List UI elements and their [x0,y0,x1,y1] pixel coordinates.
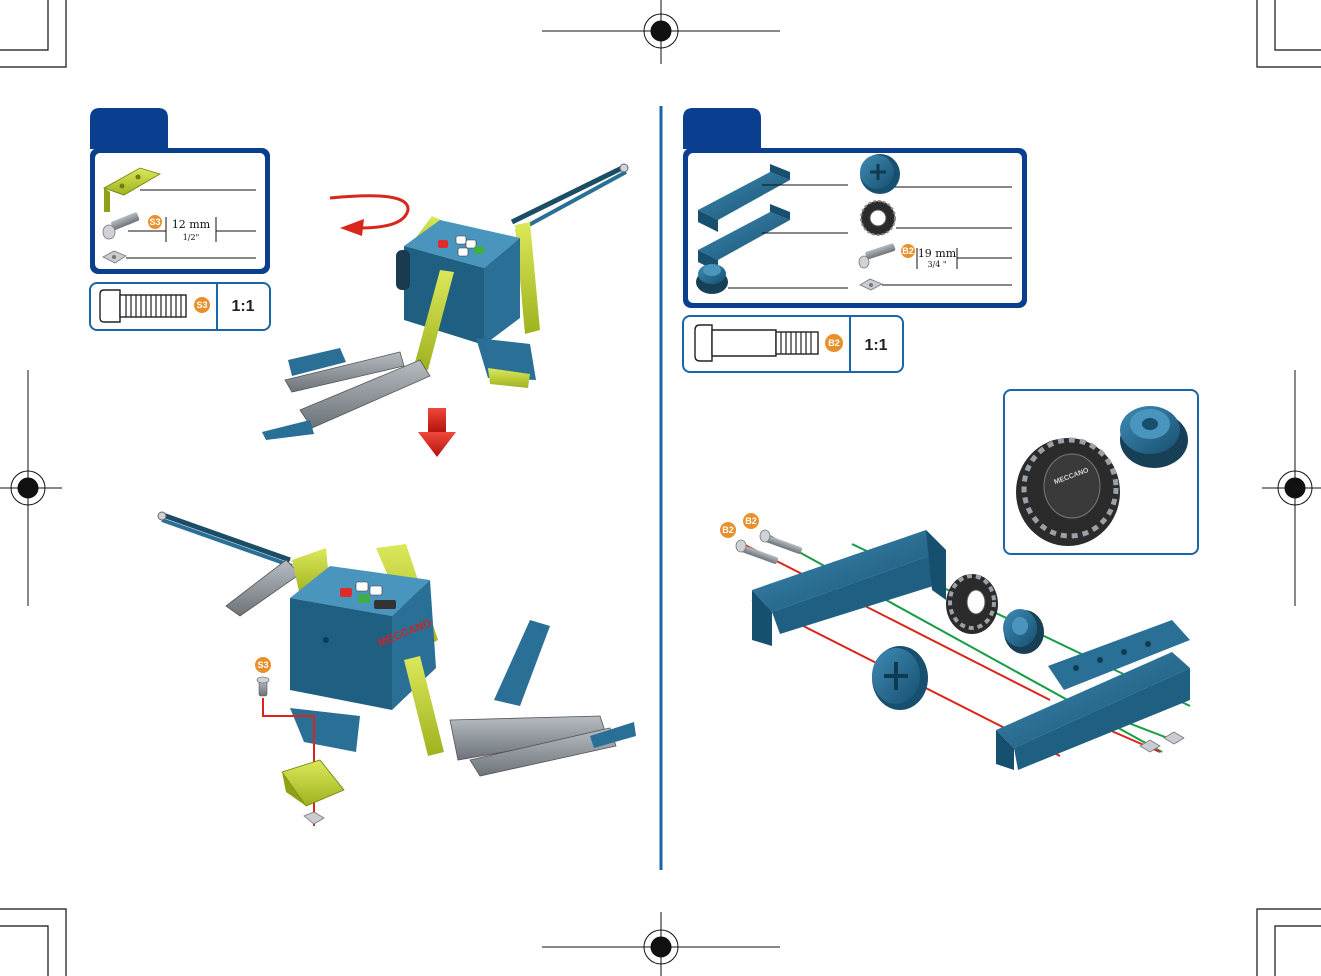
down-arrow-icon [418,408,456,457]
right-step-tab [683,108,761,149]
screw-length-mm-right: 19 mm [918,247,957,260]
registration-mark-bottom [542,912,780,976]
spool-icon [696,264,728,294]
assembly-code-badge: S3 [257,660,268,670]
rotate-arrow-icon [330,196,408,236]
tire-icon [946,574,998,634]
screw-actual-size-icon [100,290,186,322]
assembly-code-badge-1: B2 [722,525,734,535]
tire-hub-detail-inset: MECCANO [1004,390,1198,554]
screw-length-in-right: 3/4 " [927,260,946,269]
scale-code-badge-right: B2 [828,338,840,348]
right-parts-panel: B2 19 mm 3/4 " [683,148,1027,308]
screw-code-badge: S3 [148,215,162,229]
tire-icon-large: MECCANO [1016,438,1120,546]
robot-assembly-bottom: MECCANO [158,512,636,776]
assembly-code-badge-2: B2 [745,516,757,526]
left-scale-box: S3 1:1 [90,283,270,330]
wheel-icon [872,646,928,710]
registration-mark-top [542,0,780,64]
screw-length-mm: 12 mm [172,218,211,231]
tire-icon [861,201,895,235]
screw-code-badge-right: B2 [902,246,914,256]
screw-length-in: 1/2" [183,233,200,242]
wheel-icon [860,154,900,194]
left-parts-panel: S3 12 mm 1/2" [90,148,270,274]
scale-code-badge: S3 [196,300,207,310]
registration-mark-right [1262,370,1321,606]
svg-text:S3: S3 [149,217,160,227]
right-scale-box: B2 1:1 [683,316,903,372]
registration-mark-left [0,370,62,606]
left-step-tab [90,108,168,149]
scale-ratio-right: 1:1 [864,337,887,354]
spool-icon [1003,609,1044,654]
robot-assembly-top [262,164,628,440]
scale-ratio: 1:1 [231,298,254,315]
